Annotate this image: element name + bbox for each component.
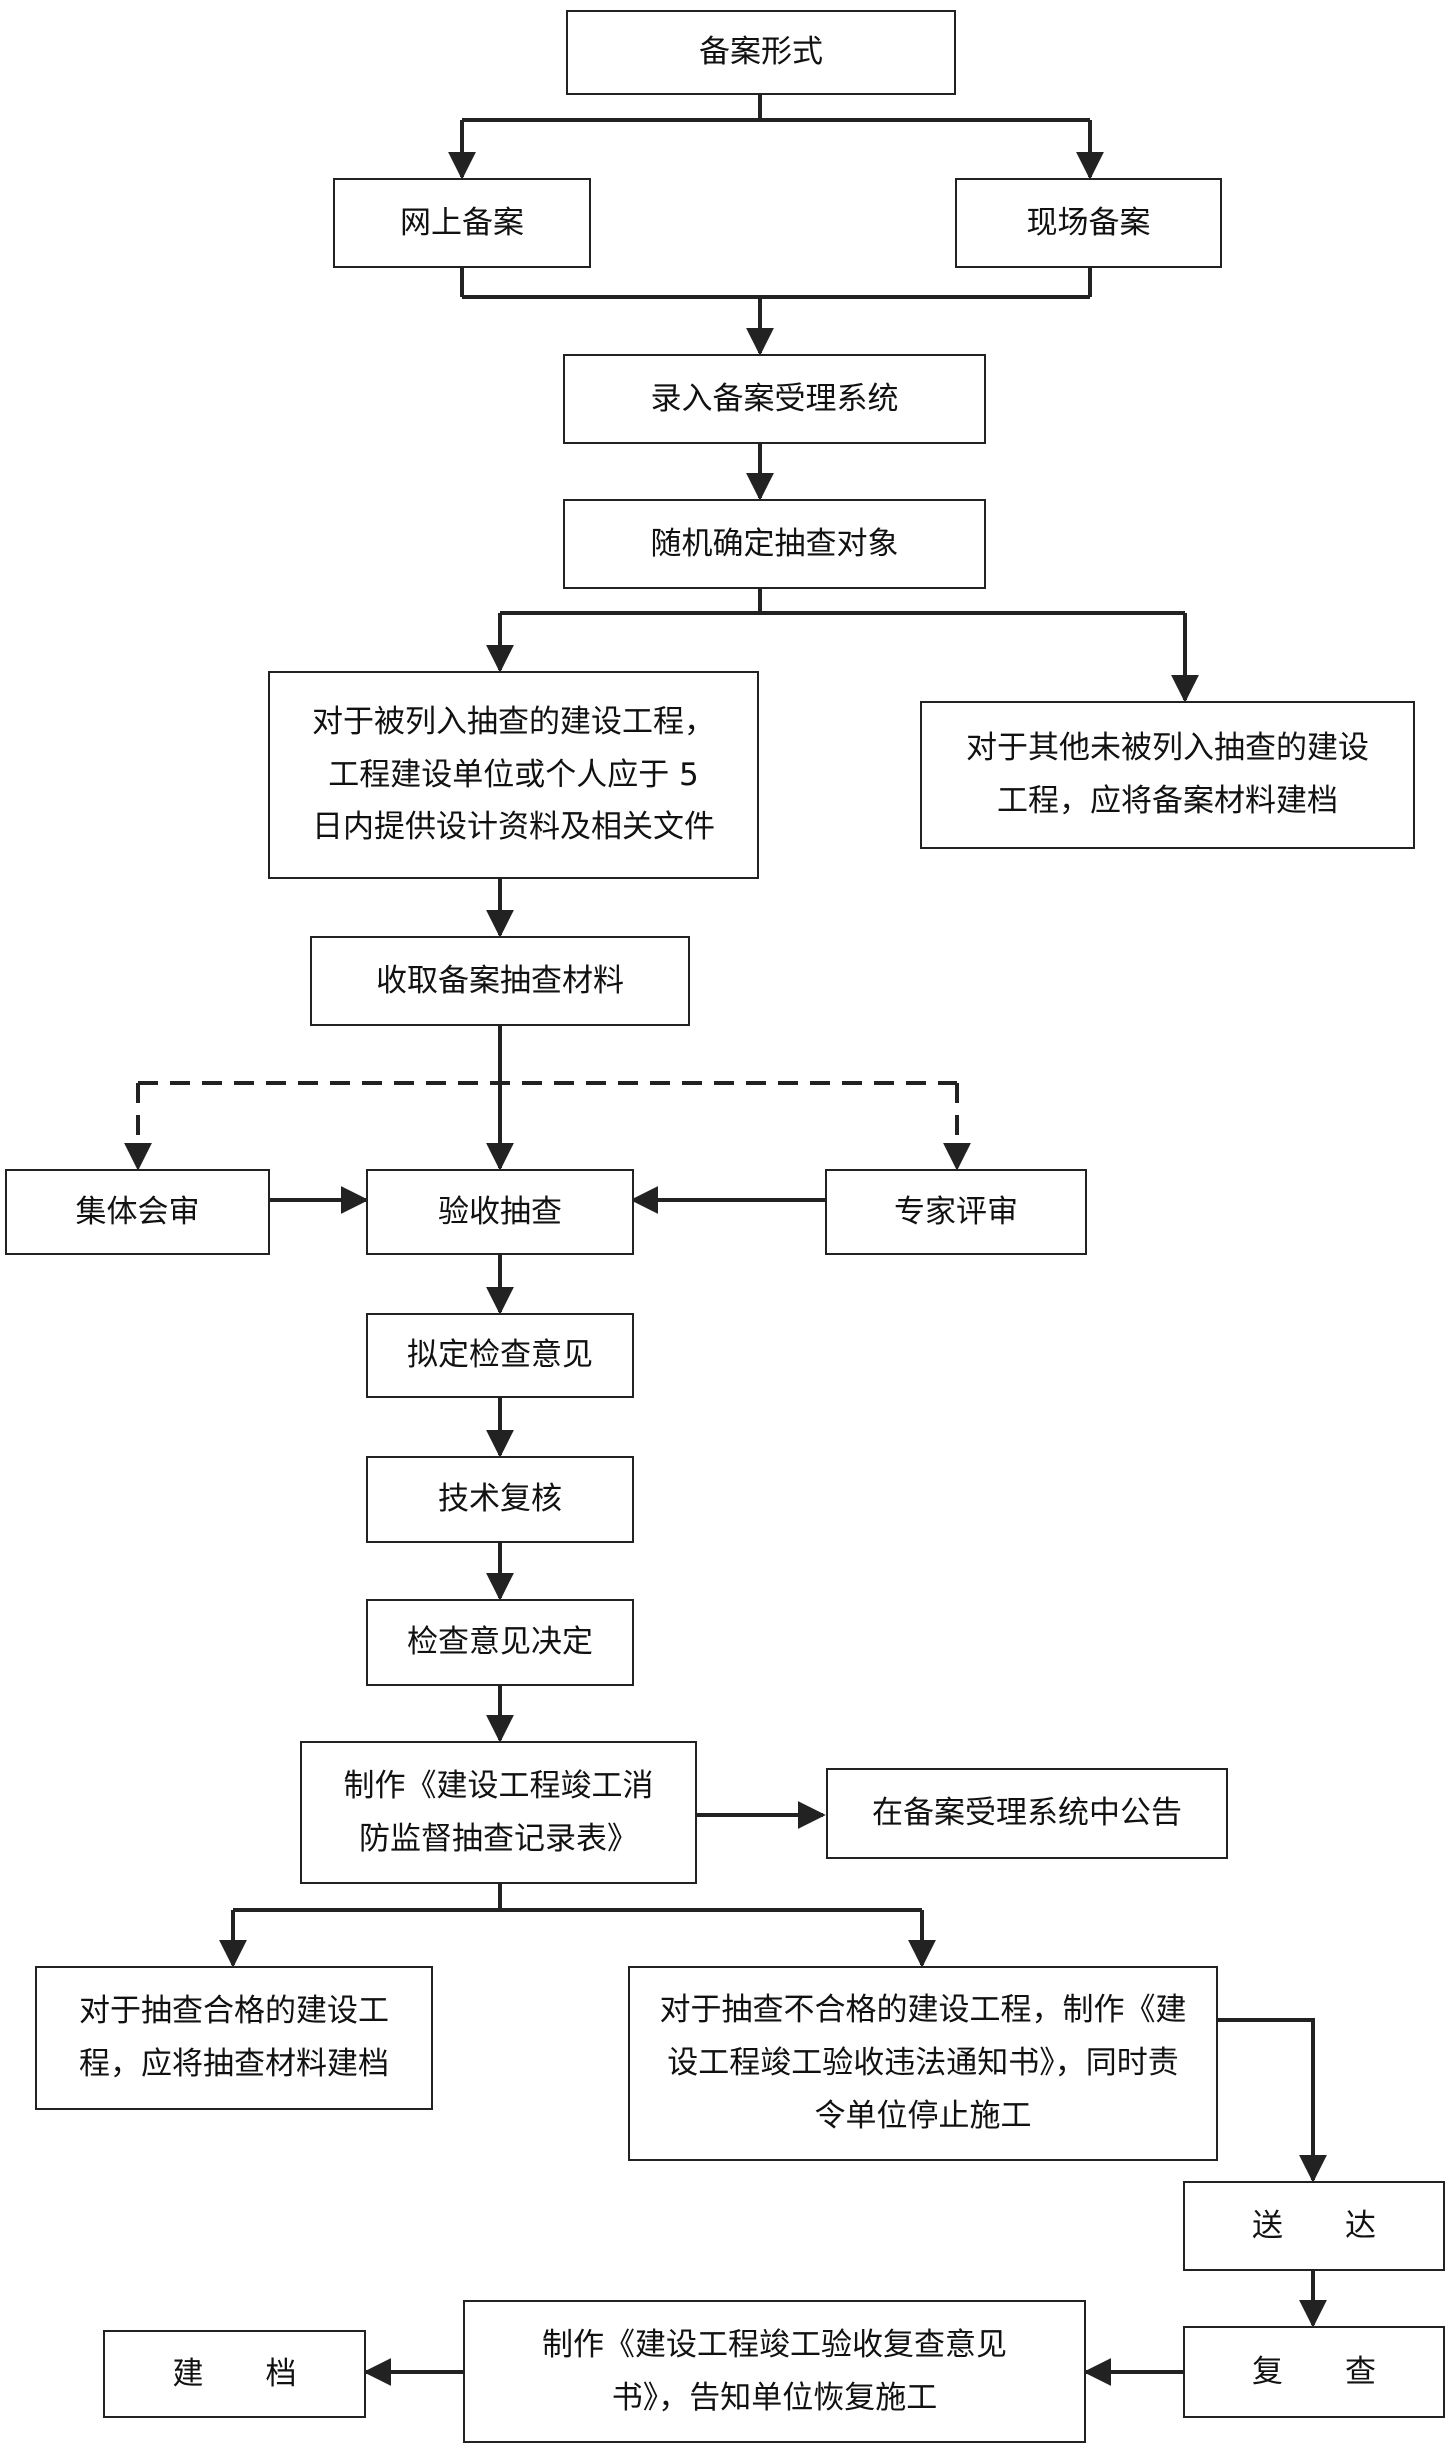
node-expert: 专家评审 (825, 1169, 1087, 1255)
node-recheck: 复 查 (1183, 2326, 1445, 2418)
node-record: 制作《建设工程竣工消防监督抽查记录表》 (300, 1741, 697, 1884)
node-review: 制作《建设工程竣工验收复查意见书》，告知单位恢复施工 (463, 2300, 1086, 2443)
arrow-to-deliver (1215, 2018, 1327, 2183)
node-qualified: 对于抽查合格的建设工程，应将抽查材料建档 (35, 1966, 433, 2110)
node-decision: 检查意见决定 (366, 1599, 634, 1686)
node-collective: 集体会审 (5, 1169, 270, 1255)
node-acceptance: 验收抽查 (366, 1169, 634, 1255)
node-onsite: 现场备案 (955, 178, 1222, 268)
node-online: 网上备案 (333, 178, 591, 268)
node-selected: 对于被列入抽查的建设工程，工程建设单位或个人应于 5 日内提供设计资料及相关文件 (268, 671, 759, 879)
node-form: 备案形式 (566, 10, 956, 95)
node-tech: 技术复核 (366, 1456, 634, 1543)
node-random: 随机确定抽查对象 (563, 499, 986, 589)
node-collect: 收取备案抽查材料 (310, 936, 690, 1026)
node-publish: 在备案受理系统中公告 (826, 1768, 1228, 1859)
node-unqualified: 对于抽查不合格的建设工程，制作《建设工程竣工验收违法通知书》，同时责令单位停止施… (628, 1966, 1218, 2161)
node-draft: 拟定检查意见 (366, 1313, 634, 1398)
node-unselected: 对于其他未被列入抽查的建设工程，应将备案材料建档 (920, 701, 1415, 849)
node-archive: 建 档 (103, 2330, 366, 2418)
node-entry: 录入备案受理系统 (563, 354, 986, 444)
node-deliver: 送 达 (1183, 2181, 1445, 2271)
